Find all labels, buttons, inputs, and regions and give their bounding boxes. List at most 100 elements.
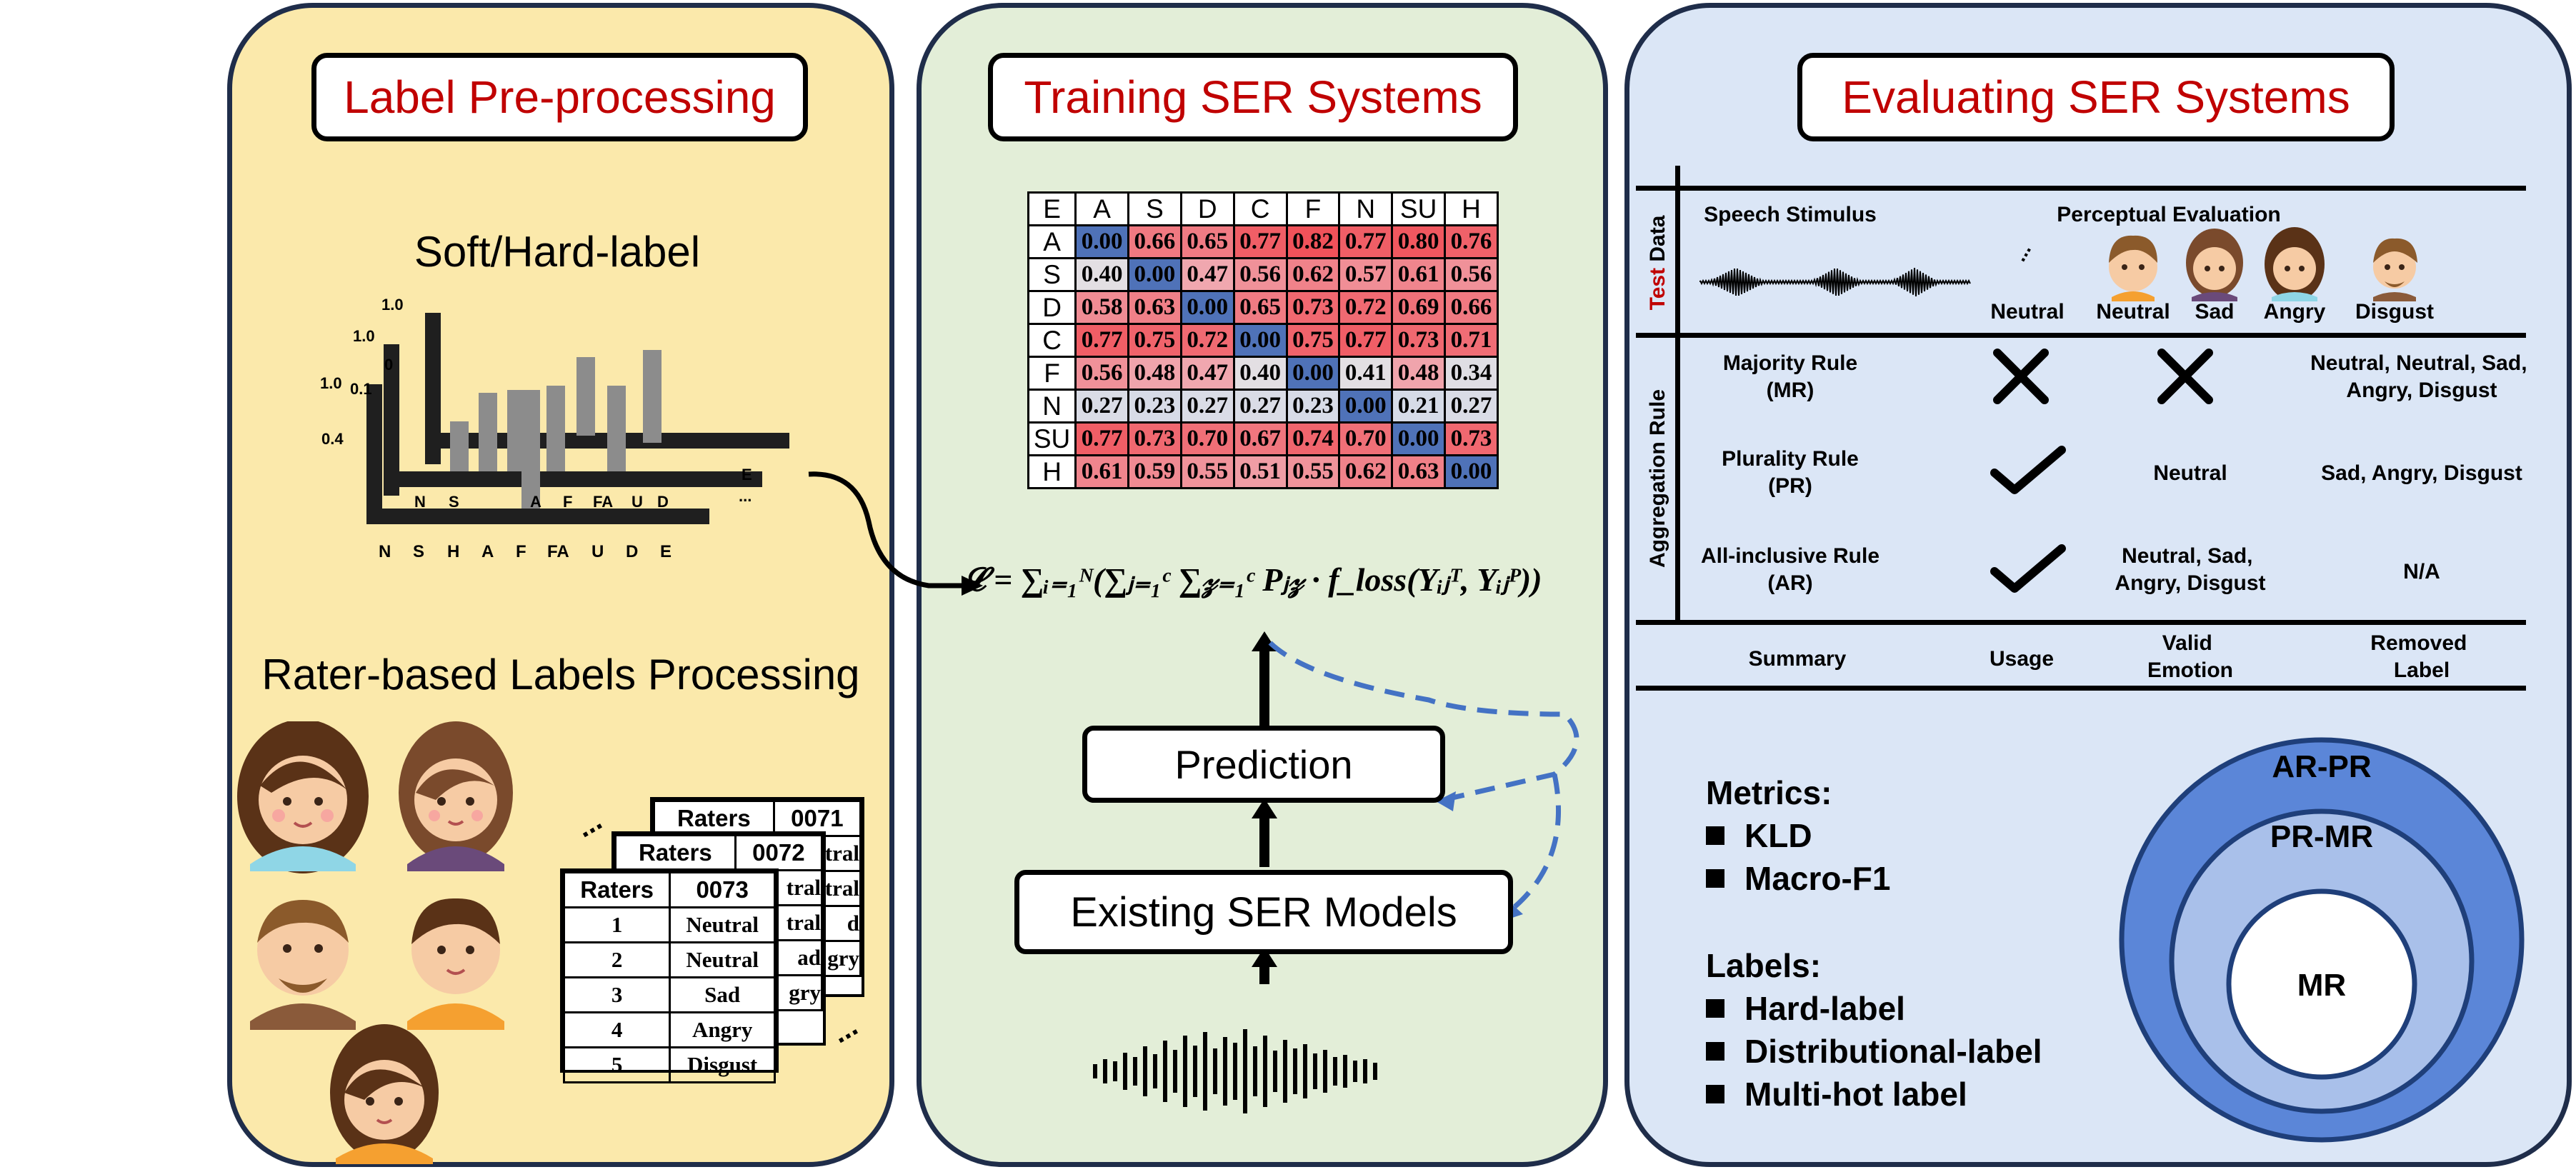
matrix-cell: 0.70 xyxy=(1338,421,1394,456)
matrix-cell: 0.77 xyxy=(1074,421,1129,456)
mr-label: MR xyxy=(2297,968,2346,1003)
matrix-cell: 0.48 xyxy=(1127,356,1182,391)
rater-number: 3 xyxy=(562,976,672,1013)
test-data-label: Test Data xyxy=(1646,215,1669,310)
matrix-cell: 0.27 xyxy=(1074,389,1129,424)
matrix-cell: 0.67 xyxy=(1232,421,1288,456)
removed-label: Neutral, Neutral, Sad, Angry, Disgust xyxy=(2310,351,2533,402)
matrix-cell: 0.00 xyxy=(1285,356,1341,391)
bullet-icon xyxy=(1706,1084,1724,1103)
sheet-header: Raters xyxy=(653,800,775,837)
label-item: Distributional-label xyxy=(1706,1030,2042,1073)
metric-item: KLD xyxy=(1706,814,1890,857)
rater-avatars xyxy=(237,721,513,1164)
waveform-bar xyxy=(1103,1059,1107,1083)
label-type: Multi-hot label xyxy=(1744,1076,1967,1113)
matrix-row-label: H xyxy=(1027,454,1077,489)
loss-formula: 𝓛 = ∑ᵢ₌₁ᴺ(∑ⱼ₌₁ᶜ ∑𝓏₌₁ᶜ Pⱼ𝓏 · f_loss(Yᵢⱼᵀ,… xyxy=(962,561,1542,598)
aggregation-table: Test Data Aggregation Rule Speech Stimul… xyxy=(1636,166,2533,691)
matrix-row-label: C xyxy=(1027,323,1077,358)
perceptual-evaluation-label: Perceptual Evaluation xyxy=(2057,203,2280,226)
prediction-box: Prediction xyxy=(1082,726,1445,803)
bar xyxy=(607,386,626,471)
waveform-icon xyxy=(1093,1029,1377,1113)
rater-label: Neutral xyxy=(669,906,776,943)
mid-axis-horizontal xyxy=(384,471,762,487)
matrix-cell: 0.69 xyxy=(1391,290,1447,325)
removed-label-line: Angry, Disgust xyxy=(2346,379,2497,402)
bar xyxy=(546,386,565,471)
bar xyxy=(479,393,497,471)
matrix-cell: 0.61 xyxy=(1074,454,1129,489)
matrix-cell: 0.73 xyxy=(1444,421,1499,456)
ar-pr-label: AR-PR xyxy=(2272,749,2371,784)
existing-ser-models-label: Existing SER Models xyxy=(1070,888,1457,936)
metric-label: Macro-F1 xyxy=(1744,860,1891,897)
axis-value: 1.0 xyxy=(353,327,375,345)
back-x-label: E xyxy=(742,466,752,484)
front-x-label: N xyxy=(379,542,391,561)
front-axis-vertical xyxy=(366,384,382,524)
column-valid-emotion: Valid Emotion xyxy=(2147,631,2233,682)
removed-label: N/A xyxy=(2403,560,2440,584)
matrix-cell: 0.55 xyxy=(1285,454,1341,489)
mid-x-label: FA xyxy=(593,493,613,511)
waveform-bar xyxy=(1193,1046,1197,1097)
front-x-label: A xyxy=(481,542,494,561)
metrics-list: Metrics: KLD Macro-F1 xyxy=(1706,771,1890,900)
bullet-icon xyxy=(1706,826,1724,845)
mid-x-label: F xyxy=(563,493,572,511)
ellipsis: ... xyxy=(739,487,752,505)
matrix-cell: 0.00 xyxy=(1391,421,1447,456)
table-rule xyxy=(1636,620,2526,625)
annotator-label: Angry xyxy=(2264,300,2326,324)
matrix-cell: 0.71 xyxy=(1444,323,1499,358)
front-axis-horizontal xyxy=(366,509,709,524)
rule-name: Majority Rule xyxy=(1723,351,1857,375)
table-rule xyxy=(1636,186,2526,191)
arrow-shaft xyxy=(1259,814,1269,867)
matrix-row-label: N xyxy=(1027,389,1077,424)
waveform-bar xyxy=(1363,1059,1367,1083)
metric-item: Macro-F1 xyxy=(1706,857,1890,900)
matrix-cell: 0.73 xyxy=(1127,421,1182,456)
matrix-cell: 0.80 xyxy=(1391,224,1447,259)
speech-stimulus-label: Speech Stimulus xyxy=(1704,203,1877,226)
mid-x-label: S xyxy=(449,493,459,511)
bar xyxy=(450,421,469,471)
mr-circle xyxy=(2226,888,2417,1080)
waveform-bar xyxy=(1173,1050,1177,1093)
matrix-cell: 0.23 xyxy=(1127,389,1182,424)
waveform-bar xyxy=(1143,1046,1147,1096)
matrix-cell: 0.77 xyxy=(1074,323,1129,358)
matrix-cell: 0.65 xyxy=(1232,290,1288,325)
cross-icon xyxy=(1993,349,2049,404)
annotator-angry-icon xyxy=(2265,227,2325,301)
matrix-cell: 0.77 xyxy=(1338,224,1394,259)
column-line: Removed xyxy=(2370,631,2467,655)
matrix-cell: 0.61 xyxy=(1391,257,1447,292)
prediction-label: Prediction xyxy=(1174,741,1353,787)
annotator-label: Sad xyxy=(2195,300,2234,324)
arrow-head xyxy=(1252,947,1277,967)
matrix-cell: 0.63 xyxy=(1391,454,1447,489)
rater-number: 2 xyxy=(562,941,672,978)
axis-value: 0.4 xyxy=(321,430,344,448)
matrix-cell: 0.72 xyxy=(1179,323,1235,358)
axis-value: 1.0 xyxy=(320,374,342,392)
stimulus-neutral-label: Neutral xyxy=(1990,300,2064,324)
matrix-cell: 0.76 xyxy=(1444,224,1499,259)
sheet-id: 0072 xyxy=(734,834,824,871)
waveform-bar xyxy=(1133,1057,1137,1086)
sheet-header: Raters xyxy=(562,871,672,908)
matrix-cell: 0.48 xyxy=(1391,356,1447,391)
matrix-cell: 0.70 xyxy=(1179,421,1235,456)
matrix-cell: 0.75 xyxy=(1127,323,1182,358)
labels-title: Labels: xyxy=(1706,947,1822,984)
sheet-id: 0073 xyxy=(669,871,776,908)
removed-label-line: Neutral, Neutral, Sad, xyxy=(2310,351,2527,375)
rater-number: 1 xyxy=(562,906,672,943)
bar xyxy=(521,390,540,514)
waveform-bar xyxy=(1313,1053,1317,1089)
